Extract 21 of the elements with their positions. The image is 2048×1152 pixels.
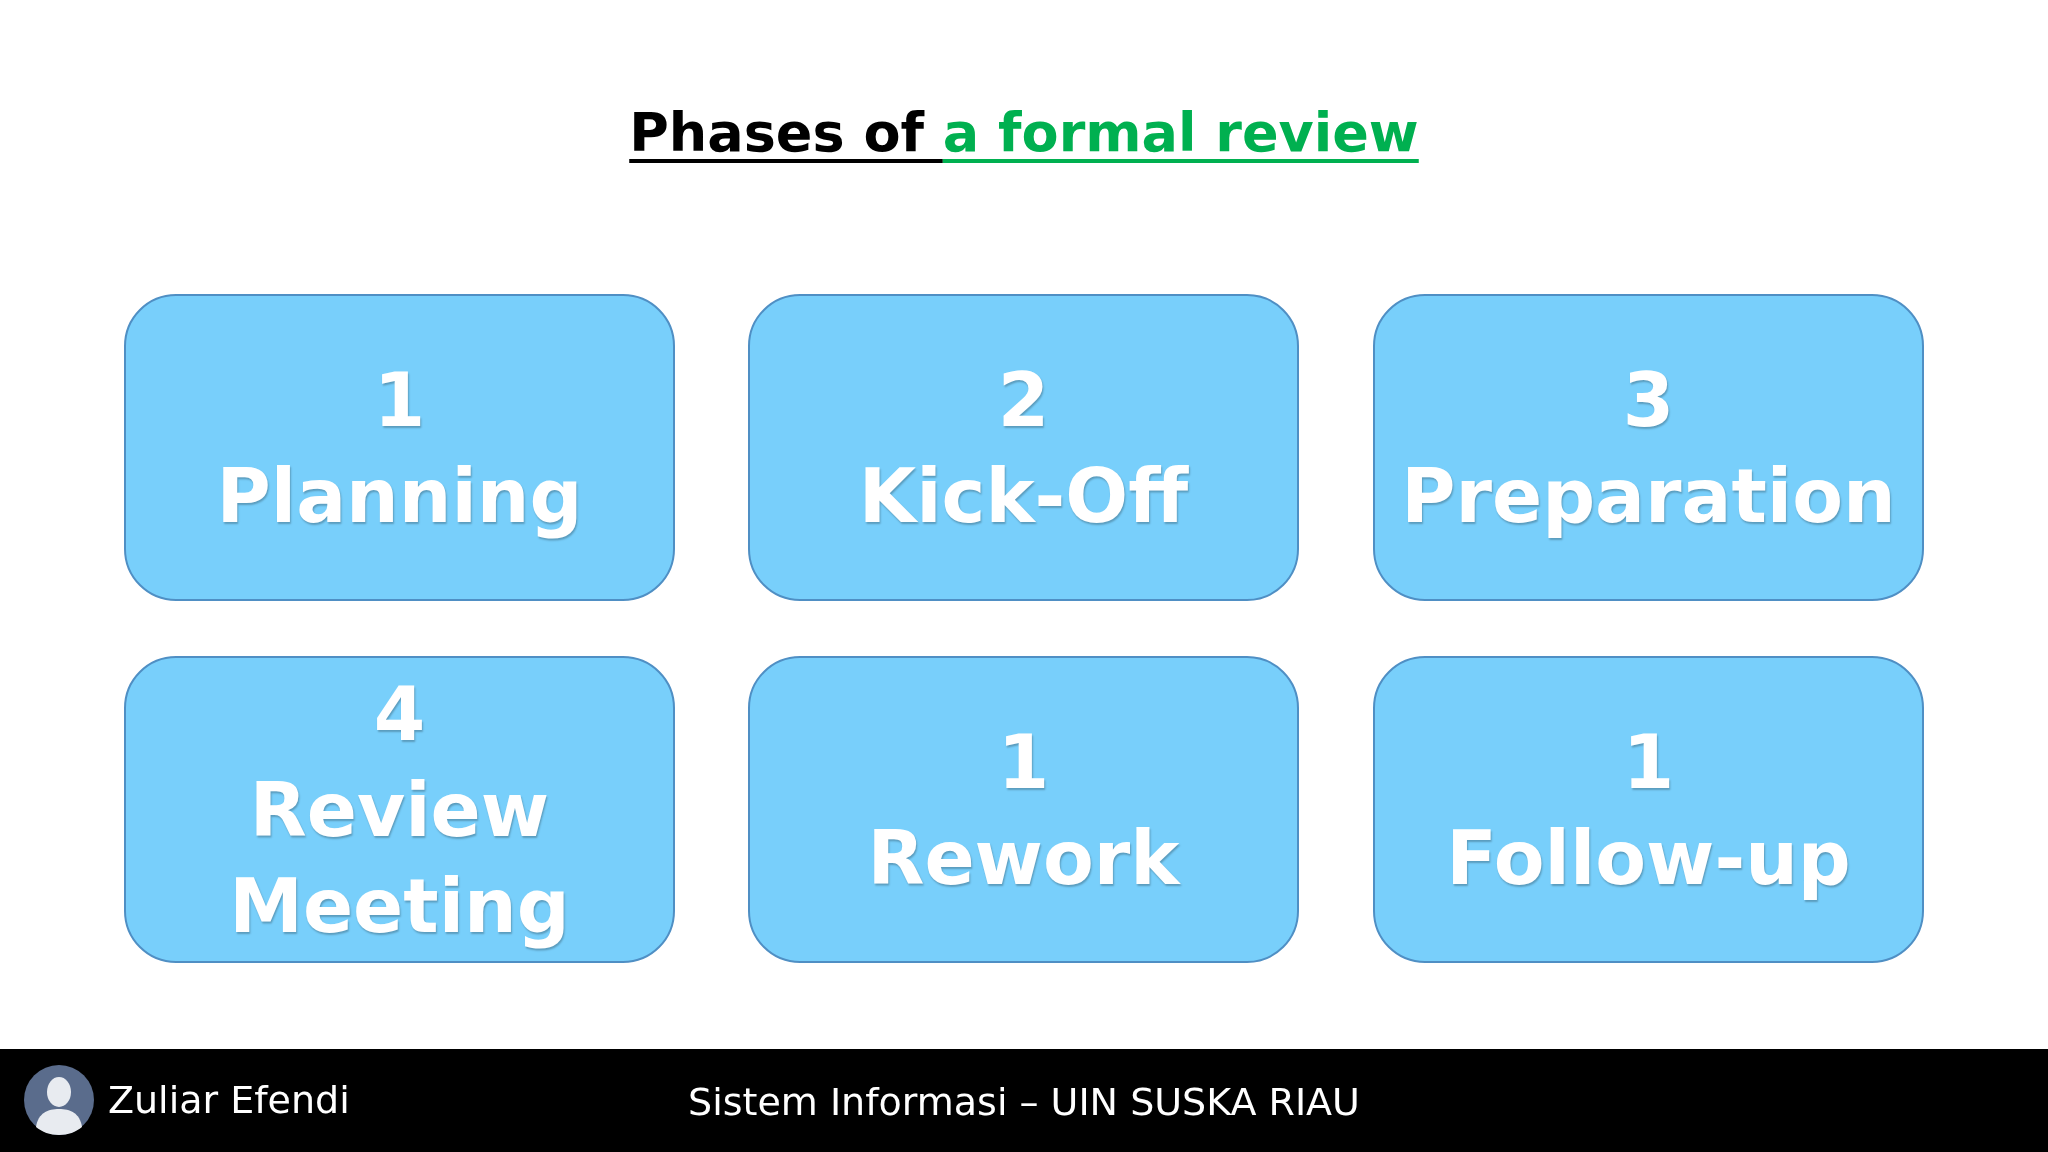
phase-box [1373, 656, 1924, 963]
phase-number: 3 [1622, 355, 1675, 445]
phase-name: Follow-up [1446, 813, 1851, 903]
slide-title: Phases of a formal review [629, 100, 1419, 166]
presenter-name: Zuliar Efendi [108, 1077, 350, 1123]
phase-name: Planning [216, 451, 583, 541]
phase-name: Kick-Off [858, 451, 1189, 541]
footer-text: Sistem Informasi – UIN SUSKA RIAU [688, 1079, 1360, 1125]
phase-number: 1 [373, 355, 426, 445]
phase-box [748, 656, 1299, 963]
phase-box [1373, 294, 1924, 601]
phase-name: Preparation [1401, 451, 1896, 541]
phase-number: 1 [1622, 717, 1675, 807]
phase-box [124, 656, 675, 963]
phase-box [124, 294, 675, 601]
phase-number: 4 [373, 669, 426, 759]
phase-box [748, 294, 1299, 601]
phase-number: 2 [997, 355, 1050, 445]
phase-name: Rework [867, 813, 1180, 903]
phase-name: Review Meeting [228, 765, 571, 951]
phase-number: 1 [997, 717, 1050, 807]
